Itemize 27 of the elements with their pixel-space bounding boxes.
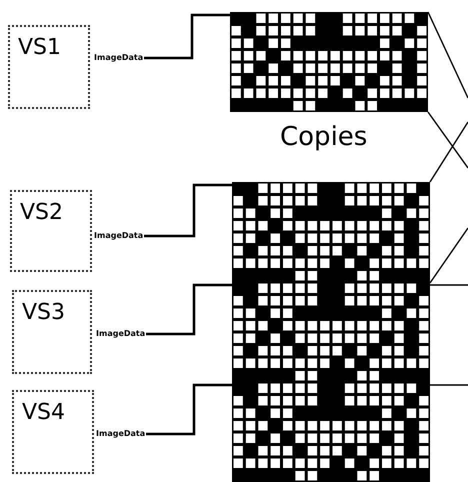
pixel-grid-drawing bbox=[232, 382, 430, 482]
view-box bbox=[8, 25, 90, 109]
data-label: ImageData bbox=[94, 52, 144, 64]
connector-line bbox=[427, 12, 468, 98]
box-title: VS1 bbox=[18, 37, 62, 59]
connector-line bbox=[430, 384, 468, 386]
view-box bbox=[12, 390, 94, 474]
connector-line bbox=[146, 284, 232, 336]
view-box bbox=[12, 290, 92, 374]
box-title: VS4 bbox=[22, 402, 66, 424]
data-label: ImageData bbox=[94, 230, 144, 242]
data-label: ImageData bbox=[96, 428, 146, 440]
data-label: ImageData bbox=[96, 328, 146, 340]
pixel-grid-drawing bbox=[232, 282, 430, 382]
caption-label: Copies bbox=[280, 124, 368, 150]
pixel-grid-drawing bbox=[230, 12, 428, 112]
box-title: VS2 bbox=[20, 202, 64, 224]
connector-line bbox=[146, 384, 232, 436]
connector-line bbox=[429, 122, 468, 182]
box-title: VS3 bbox=[22, 302, 66, 324]
view-box bbox=[10, 190, 92, 272]
connector-line bbox=[427, 112, 468, 168]
pixel-grid-drawing bbox=[232, 182, 430, 282]
connector-line bbox=[144, 14, 230, 60]
connector-line bbox=[144, 184, 232, 238]
connector-line bbox=[430, 284, 468, 286]
connector-line bbox=[429, 228, 468, 284]
